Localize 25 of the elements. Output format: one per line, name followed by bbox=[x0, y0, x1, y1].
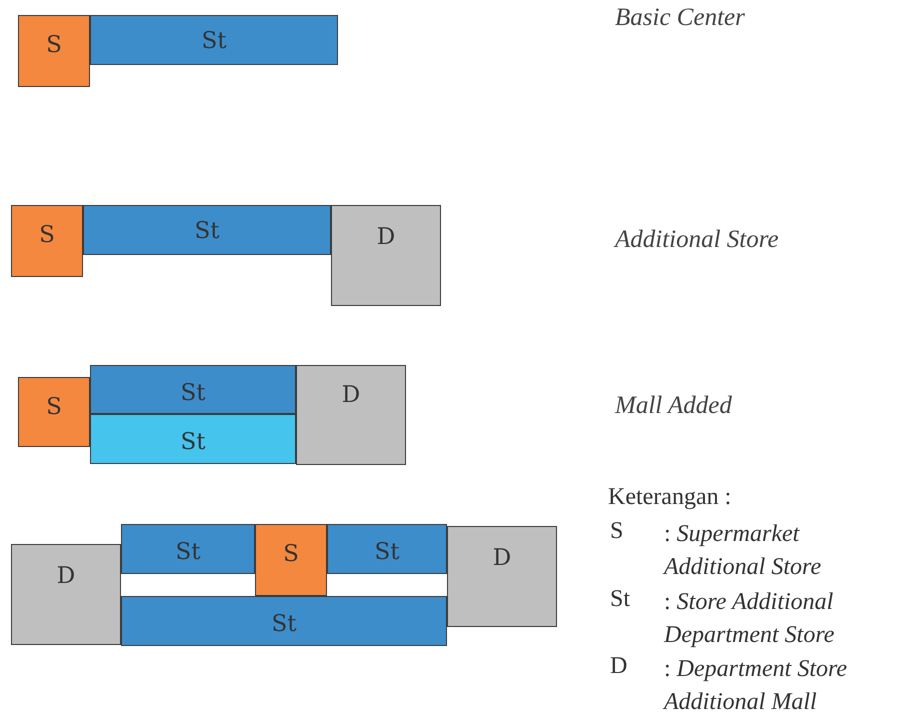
store-block: St bbox=[121, 524, 255, 574]
store-block: St bbox=[90, 365, 296, 414]
department-store-block: D bbox=[11, 544, 121, 645]
legend-description: : Store Additional Department Store bbox=[664, 588, 836, 650]
row-title: Additional Store bbox=[615, 226, 779, 254]
row-title: Basic Center bbox=[615, 4, 745, 32]
supermarket-block: S bbox=[18, 15, 90, 87]
store-block: St bbox=[90, 15, 338, 65]
supermarket-block: S bbox=[18, 377, 90, 447]
store-block: St bbox=[327, 524, 447, 574]
store-block: St bbox=[90, 414, 296, 464]
row-title: Mall Added bbox=[615, 392, 732, 420]
legend-title: Keterangan : bbox=[608, 484, 732, 511]
store-block: St bbox=[83, 205, 331, 255]
department-store-block: D bbox=[331, 205, 441, 306]
legend-description: : Department Store Additional Mall bbox=[664, 655, 848, 714]
legend-key: D bbox=[610, 653, 628, 680]
supermarket-block: S bbox=[255, 524, 327, 596]
legend-description: : Supermarket Additional Store bbox=[664, 520, 822, 582]
legend-key: S bbox=[610, 518, 624, 545]
legend-key: St bbox=[610, 586, 630, 613]
department-store-block: D bbox=[296, 365, 406, 465]
store-block: St bbox=[121, 596, 447, 646]
department-store-block: D bbox=[447, 526, 557, 627]
supermarket-block: S bbox=[11, 205, 83, 277]
